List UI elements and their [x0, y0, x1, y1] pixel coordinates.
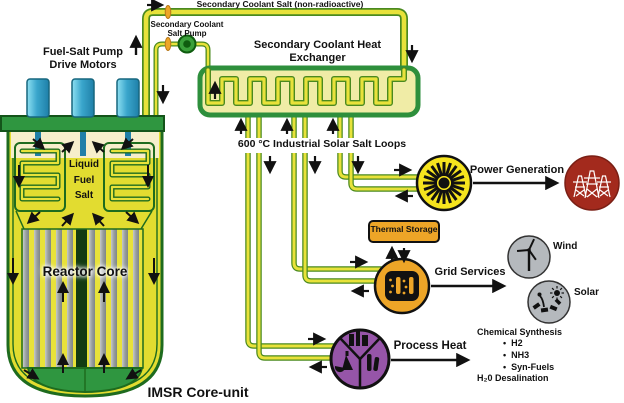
segment-dividers — [339, 337, 381, 388]
thermal-storage-label: Thermal Storage — [370, 224, 438, 234]
reactor-core-label: Reactor Core — [42, 264, 128, 279]
pump-label-line2: Salt Pump — [167, 29, 207, 39]
process-heat-node — [329, 328, 391, 390]
thermal-storage-box — [368, 220, 440, 243]
flow-arrows — [129, 0, 419, 374]
solar-loops-label: 600 °C Industrial Solar Salt Loops — [228, 138, 416, 153]
pump-label: Secondary Coolant Salt Pump — [139, 20, 235, 38]
pump-motor-icon — [26, 78, 140, 118]
solar-salt-loop-pipes — [245, 109, 423, 361]
chemistry-icon — [334, 331, 380, 373]
process-heat-label: Process Heat — [393, 340, 467, 352]
wind-label: Wind — [553, 241, 578, 252]
chemical-synthesis-footer: H₂0 Desalination — [477, 373, 549, 384]
grid-services-node — [373, 257, 431, 315]
chemical-item: • NH3 — [503, 350, 530, 361]
grid-services-label: Grid Services — [434, 266, 506, 278]
pump-label-line1: Secondary Coolant — [150, 20, 224, 29]
valve-icons — [164, 5, 172, 51]
wind-node — [507, 235, 551, 279]
chemical-item: • Syn-Fuels — [503, 362, 555, 373]
electric-grid-node — [564, 155, 620, 211]
power-generation-label: Power Generation — [469, 164, 565, 176]
secondary-heat-exchanger — [197, 65, 421, 118]
solar-node — [527, 280, 571, 324]
imsr-core-unit-label: IMSR Core-unit — [147, 384, 249, 400]
top-loop-label: Secondary Coolant Salt (non-radioactive) — [196, 0, 364, 9]
chemical-synthesis-block: Chemical Synthesis • H2 • NH3 • Syn-Fuel… — [477, 327, 597, 384]
hx-label-line1: Secondary Coolant Heat — [253, 39, 382, 51]
hx-label: Secondary Coolant Heat Exchanger — [240, 39, 395, 65]
reactor-core — [21, 228, 144, 369]
motor-label-line1: Fuel-Salt Pump — [42, 46, 124, 58]
liquid-fuel-salt-label: Liquid Fuel Salt — [69, 159, 99, 201]
thermal-battery-icon — [385, 271, 419, 301]
chemical-synthesis-title: Chemical Synthesis — [477, 327, 563, 337]
main-arrows — [391, 175, 560, 368]
bullet-icon: • — [503, 362, 507, 373]
chemical-item: • H2 — [503, 338, 523, 349]
solar-label: Solar — [574, 287, 600, 298]
solar-icon — [532, 286, 564, 313]
bullet-icon: • — [503, 350, 507, 361]
motor-label-line2: Drive Motors — [49, 59, 117, 71]
reactor-vessel — [0, 78, 165, 398]
wind-turbine-icon — [516, 238, 537, 271]
motor-label: Fuel-Salt Pump Drive Motors — [23, 46, 143, 72]
transmission-towers-icon — [573, 170, 611, 199]
bullet-icon: • — [503, 338, 507, 349]
vessel-head-plate — [0, 115, 165, 132]
power-generation-node — [415, 154, 473, 212]
vessel-flow-arrows — [7, 137, 160, 380]
hx-label-line2: Exchanger — [289, 52, 346, 64]
funnel-lines — [15, 210, 153, 230]
coolant-pump-icon — [177, 34, 197, 54]
turbine-icon — [423, 162, 465, 204]
